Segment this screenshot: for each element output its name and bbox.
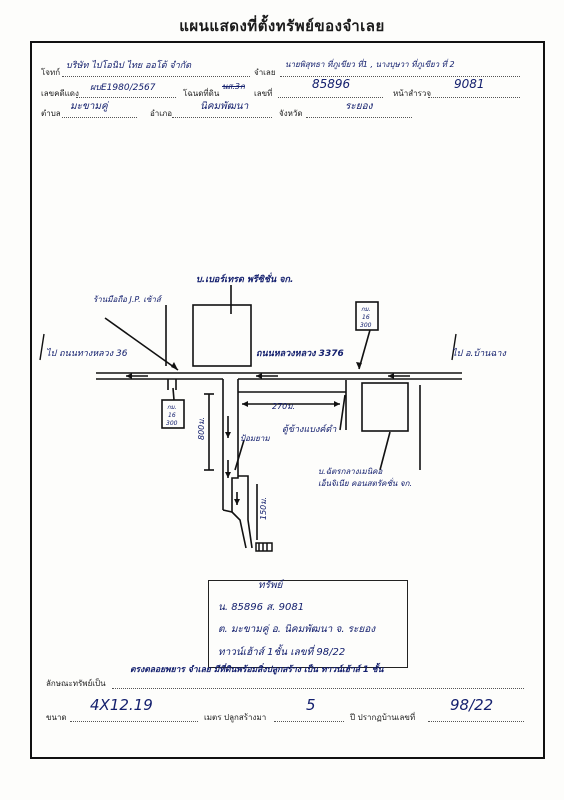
property-line2: ต. มะขามคู่ อ. นิคมพัฒนา จ. ระยอง	[218, 624, 376, 635]
built-label: เมตร ปลูกสร้างมา	[204, 713, 267, 722]
dist-800-label: 800ม.	[197, 417, 206, 440]
plaintiff-value: บริษัท ไปโอนิป ไทย ออโต้ จำกัด	[66, 61, 192, 71]
plaintiff-label: โจทก์	[41, 68, 61, 77]
atm-label: ตู้ข้างแบงค์ตำ	[282, 424, 337, 435]
district-value: นิคมพัฒนา	[200, 101, 249, 112]
house-value: 98/22	[450, 696, 494, 714]
deed-label: โฉนดที่ดิน	[183, 89, 220, 98]
company-top-label: บ.เบอร์เทรด พรีซิชั่น จก.	[196, 272, 293, 285]
phone-shop-label: ร้านมือถือ J.P. เซ้าส์	[93, 294, 163, 304]
km-left-3: 300	[166, 420, 178, 427]
km-top-3: 300	[360, 322, 372, 329]
property-info-box	[208, 580, 408, 668]
page-title: แผนแสดงที่ตั้งทรัพย์ของจำเลย	[179, 17, 385, 35]
house-label: ปี ปรากฏบ้านเลขที่	[350, 713, 416, 722]
size-value: 4X12.19	[90, 696, 153, 714]
size-label: ขนาด	[46, 713, 67, 722]
district-label: อำเภอ	[150, 109, 173, 118]
type-value: ตรงตลอยพยาร จำเลย มีที่ดินพร้อมสิ่งปลูกส…	[130, 665, 384, 675]
survey-value: 9081	[454, 77, 485, 91]
property-heading: ทรัพย์	[258, 580, 283, 591]
subdistrict-value: มะขามคู่	[70, 101, 108, 112]
km-top-1: กม.	[361, 306, 371, 313]
defendant-label: จำเลย	[254, 68, 276, 77]
dist-270-label: 270ม.	[272, 402, 295, 411]
survey-label: หน้าสำรวจ	[393, 89, 432, 98]
property-marker	[255, 542, 273, 552]
property-line3: ทาวน์เฮ้าส์ 1ชั้น เลขที่ 98/22	[218, 647, 346, 658]
company-right-line1: บ.ฉัตรกลางเมนิคอ	[318, 467, 384, 476]
guard-label: ป้อมยาม	[240, 434, 270, 443]
km-top-2: 16	[362, 314, 370, 321]
document-frame	[30, 41, 545, 759]
defendant-value: นายพิสุทธา ที่ภูเขียว ที่1 , นางบุษวา ที…	[285, 60, 455, 69]
type-label: ลักษณะทรัพย์เป็น	[46, 679, 106, 688]
case-value: ผบE1980/2567	[90, 83, 156, 93]
company-right-line2: เอ็นจิเนีย คอนสตรัคชั่น จก.	[318, 477, 412, 488]
case-label: เลขคดีแดง	[41, 89, 79, 98]
to-right-label: ไป อ.บ้านฉาง	[452, 347, 506, 359]
province-label: จังหวัด	[279, 109, 303, 118]
to-left-label: ไป ถนนทางหลวง 36	[46, 347, 128, 359]
dist-150-label: 150ม.	[259, 497, 268, 520]
built-value: 5	[306, 696, 316, 714]
subdistrict-label: ตำบล	[41, 109, 61, 118]
km-left-2: 16	[168, 412, 176, 419]
number-value: 85896	[312, 77, 351, 91]
number-label: เลขที่	[254, 89, 273, 98]
province-value: ระยอง	[345, 101, 373, 112]
deed-struck: นส.3ก	[222, 82, 245, 91]
km-left-1: กม.	[167, 404, 177, 411]
highway-label: ถนนหลวงหลวง 3376	[256, 349, 344, 359]
property-line1: น. 85896 ส. 9081	[218, 602, 305, 613]
